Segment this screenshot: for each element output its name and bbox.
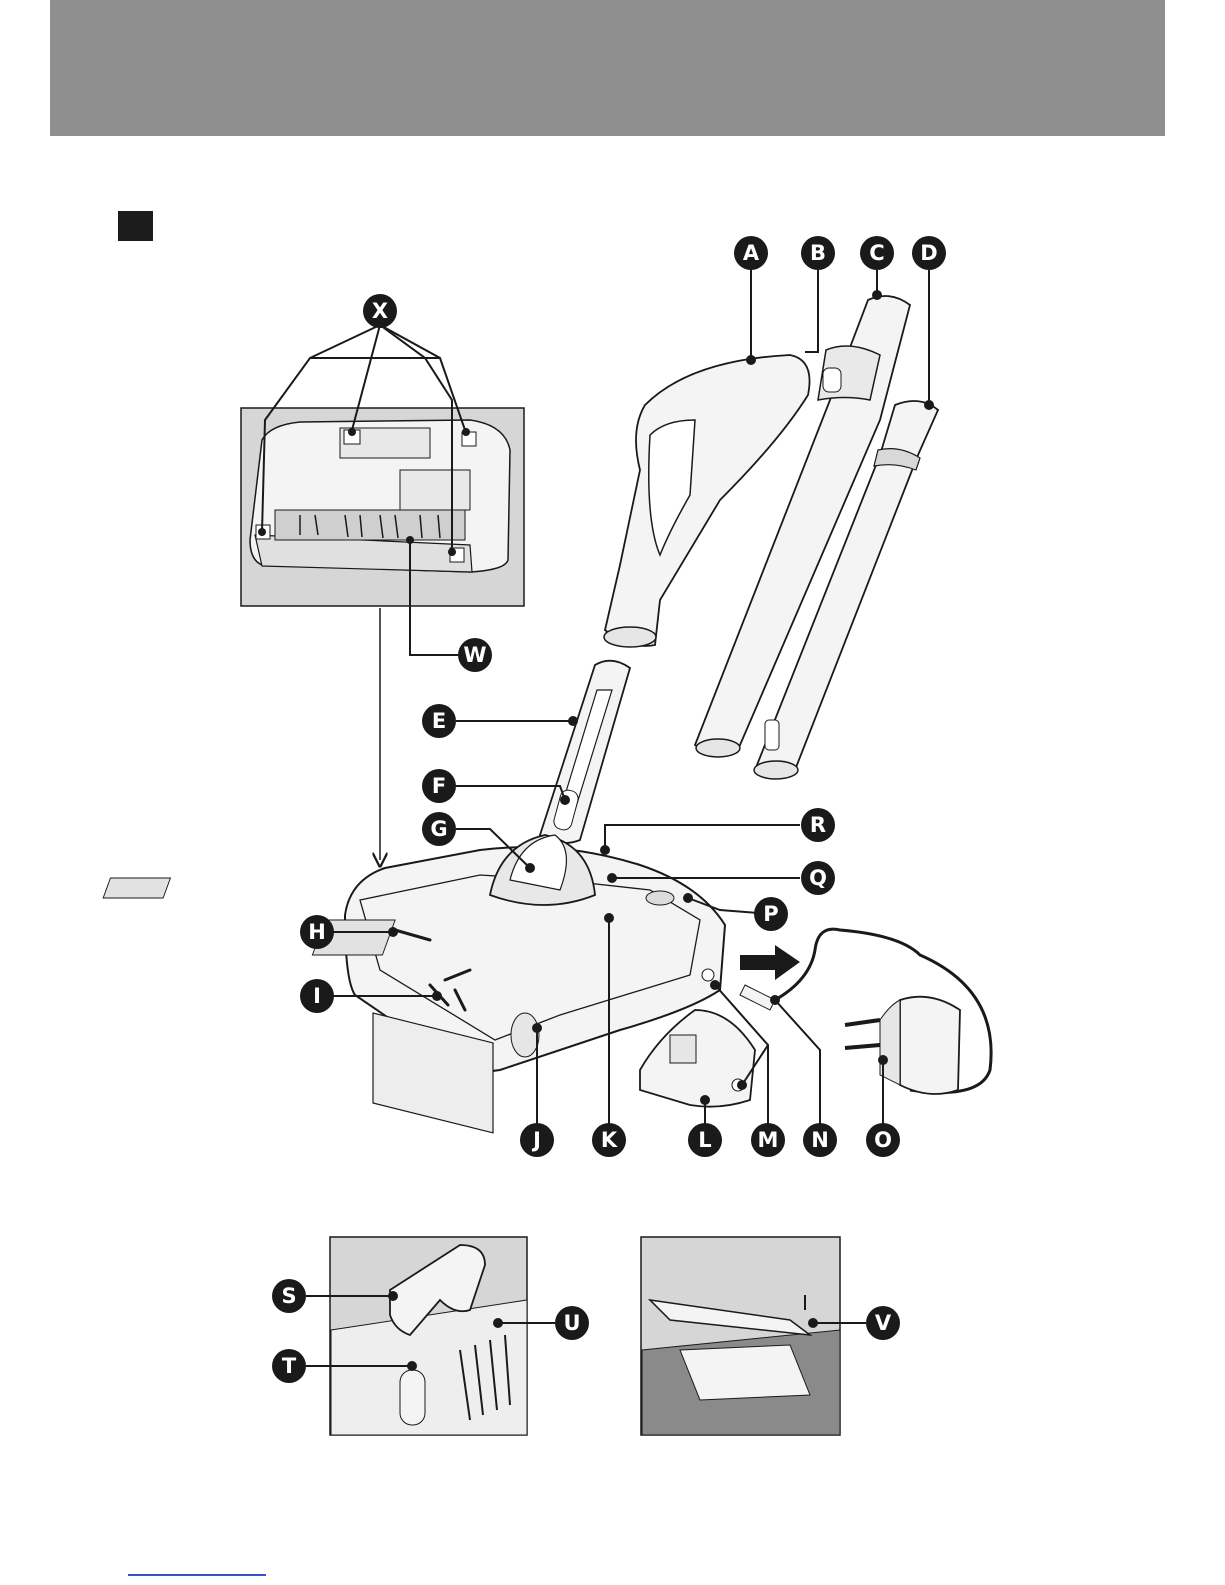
callout-O: O — [866, 1123, 900, 1157]
callout-P: P — [754, 897, 788, 931]
callout-I: I — [300, 979, 334, 1013]
callout-T: T — [272, 1349, 306, 1383]
battery-cover-inset — [641, 1237, 840, 1435]
svg-text:O: O — [874, 1128, 892, 1152]
callout-V: V — [866, 1306, 900, 1340]
callout-U: U — [555, 1306, 589, 1340]
power-adapter — [845, 997, 960, 1094]
svg-text:R: R — [810, 813, 826, 837]
svg-text:M: M — [758, 1128, 779, 1152]
svg-text:T: T — [282, 1354, 297, 1378]
callout-N: N — [803, 1123, 837, 1157]
svg-text:W: W — [463, 643, 486, 667]
svg-text:P: P — [763, 902, 778, 926]
callout-H: H — [300, 915, 334, 949]
svg-text:N: N — [811, 1128, 829, 1152]
callout-G: G — [422, 812, 456, 846]
callout-K: K — [592, 1123, 626, 1157]
brush-detail-inset — [330, 1237, 527, 1435]
svg-text:K: K — [601, 1128, 618, 1152]
svg-text:L: L — [698, 1128, 711, 1152]
svg-text:V: V — [875, 1311, 892, 1335]
svg-text:A: A — [743, 241, 760, 265]
callout-S: S — [272, 1279, 306, 1313]
underside-inset — [241, 408, 524, 606]
callout-J: J — [520, 1123, 554, 1157]
svg-text:H: H — [308, 920, 326, 944]
charging-dock — [640, 1010, 755, 1107]
callout-A: A — [734, 236, 768, 270]
svg-text:B: B — [810, 241, 826, 265]
callout-E: E — [422, 704, 456, 738]
callout-F: F — [422, 769, 456, 803]
svg-text:C: C — [869, 241, 884, 265]
callout-C: C — [860, 236, 894, 270]
svg-text:X: X — [372, 299, 388, 323]
insertion-arrow — [740, 945, 800, 980]
callout-W: W — [458, 638, 492, 672]
svg-text:U: U — [563, 1311, 580, 1335]
callout-R: R — [801, 808, 835, 842]
callout-M: M — [751, 1123, 785, 1157]
callout-X: X — [363, 294, 397, 328]
callout-B: B — [801, 236, 835, 270]
svg-text:F: F — [432, 774, 446, 798]
svg-text:Q: Q — [809, 866, 827, 890]
stick-part — [540, 661, 630, 843]
callout-D: D — [912, 236, 946, 270]
svg-text:J: J — [531, 1128, 541, 1152]
footer-link-underline — [128, 1574, 266, 1576]
svg-text:D: D — [920, 241, 937, 265]
svg-text:E: E — [432, 709, 446, 733]
svg-text:S: S — [281, 1284, 296, 1308]
svg-text:G: G — [430, 817, 447, 841]
main-unit — [103, 835, 725, 1133]
svg-text:I: I — [313, 984, 321, 1008]
callout-Q: Q — [801, 861, 835, 895]
callout-L: L — [688, 1123, 722, 1157]
